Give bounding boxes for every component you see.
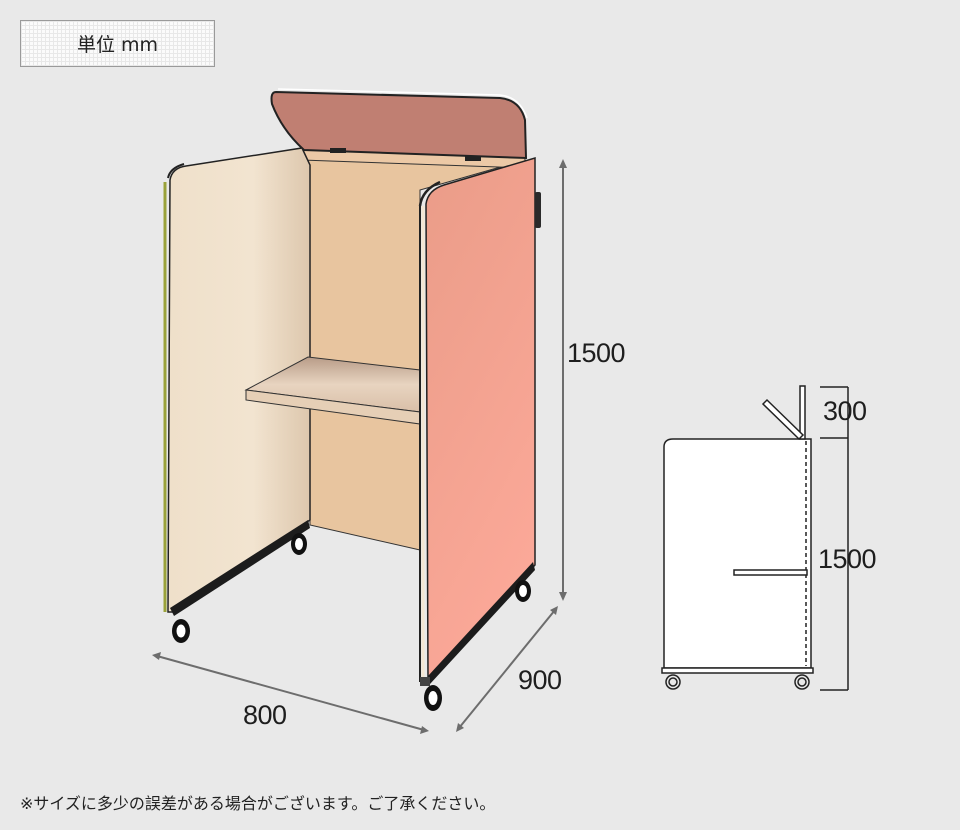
booth-illustration [163,88,541,711]
side-lid-dimension-label: 300 [823,396,867,426]
side-body-dimension-label: 1500 [818,544,877,574]
caster-icon [291,533,307,555]
lid-panel [270,90,528,160]
dimension-lines [152,159,567,734]
unit-label: 単位 mm [20,20,215,67]
right-side-panel [425,156,536,682]
side-view-diagram [661,385,849,691]
handle-icon [535,192,541,228]
hinge-icon [330,148,346,153]
disclaimer-note: ※サイズに多少の誤差がある場合がございます。ご了承ください。 [20,794,496,813]
depth-dimension-label: 900 [518,665,562,695]
caster-icon [172,619,190,643]
caster-icon [515,580,531,602]
height-dimension-label: 1500 [567,338,626,368]
canvas [6,6,954,824]
hinge-icon [465,156,481,161]
caster-icon [424,685,442,711]
width-dimension-label: 800 [243,700,287,730]
